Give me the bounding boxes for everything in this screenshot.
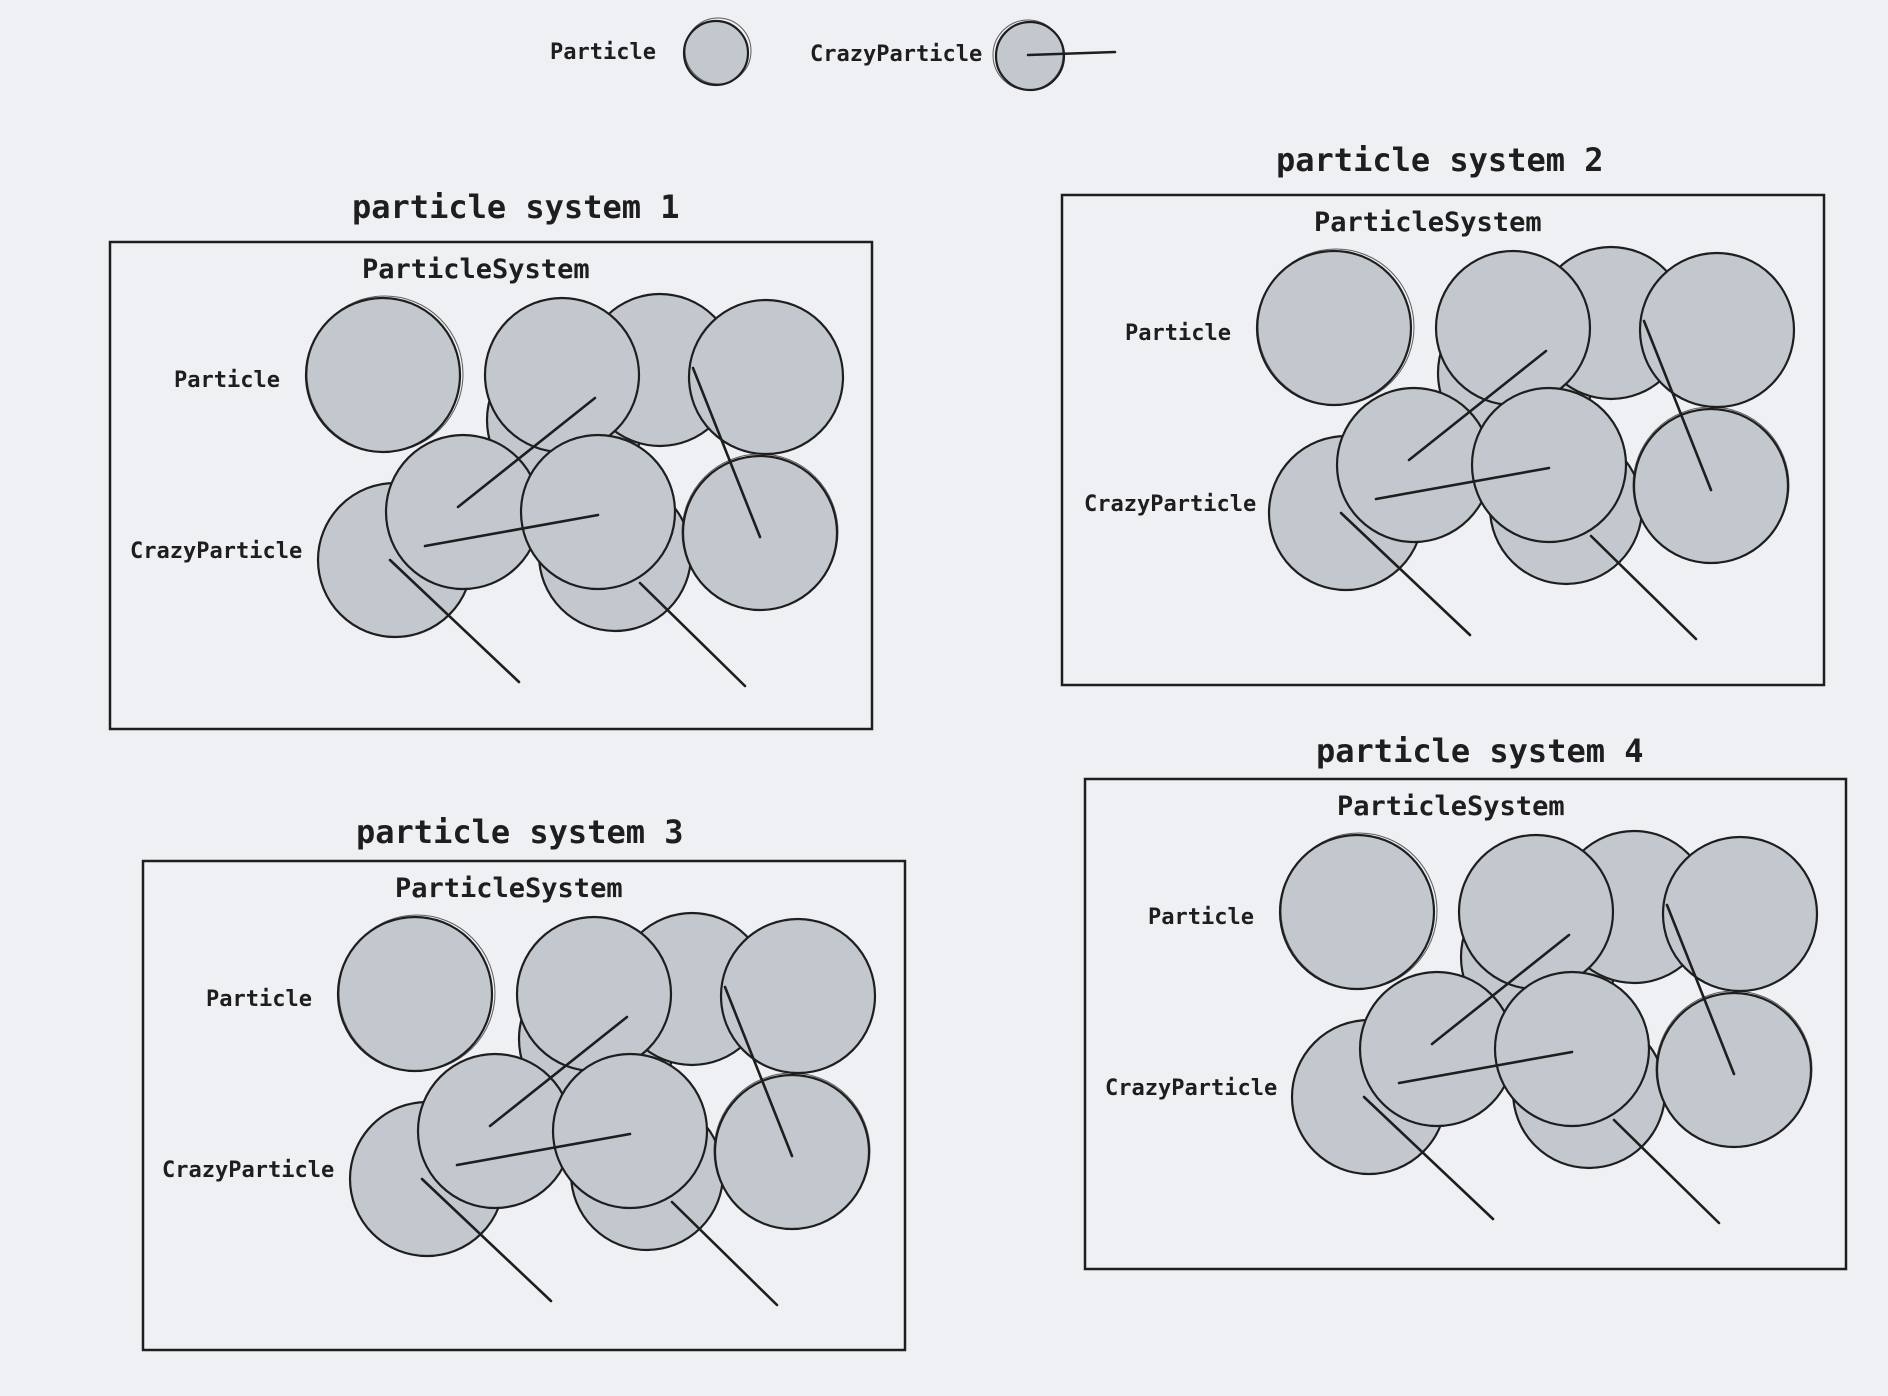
particle-cluster [304, 292, 845, 688]
system-title: particle system 2 [1276, 141, 1604, 179]
particle-icon [682, 17, 752, 87]
system-frame [141, 859, 907, 1352]
row-label-particle: Particle [1148, 905, 1254, 930]
row-label-particle: Particle [206, 987, 312, 1012]
system-title: particle system 1 [352, 188, 680, 226]
particle-system-1: particle system 1 ParticleSystem Particl… [108, 188, 874, 731]
system-box-label: ParticleSystem [1337, 791, 1565, 822]
row-label-crazy-particle: CrazyParticle [162, 1158, 334, 1183]
particle-cluster [336, 911, 877, 1307]
legend-crazy-particle-label: CrazyParticle [810, 42, 982, 67]
system-title: particle system 4 [1316, 732, 1644, 770]
particle-cluster [1255, 245, 1796, 641]
system-title: particle system 3 [356, 813, 684, 851]
row-label-crazy-particle: CrazyParticle [130, 539, 302, 564]
system-box-label: ParticleSystem [395, 873, 623, 904]
system-frame [1083, 777, 1848, 1271]
legend-particle-label: Particle [550, 40, 656, 65]
crazy-particle-icon [992, 19, 1117, 92]
legend: Particle CrazyParticle [550, 17, 1117, 92]
system-box-label: ParticleSystem [1314, 207, 1542, 238]
row-label-crazy-particle: CrazyParticle [1084, 492, 1256, 517]
row-label-particle: Particle [174, 368, 280, 393]
system-box-label: ParticleSystem [362, 254, 590, 285]
particle-system-3: particle system 3 ParticleSystem Particl… [141, 813, 907, 1352]
row-label-crazy-particle: CrazyParticle [1105, 1076, 1277, 1101]
particle-cluster [1278, 829, 1819, 1225]
row-label-particle: Particle [1125, 321, 1231, 346]
particle-system-4: particle system 4 ParticleSystem Particl… [1083, 732, 1848, 1271]
particle-system-2: particle system 2 ParticleSystem Particl… [1060, 141, 1826, 687]
system-frame [108, 240, 874, 731]
system-frame [1060, 193, 1826, 687]
